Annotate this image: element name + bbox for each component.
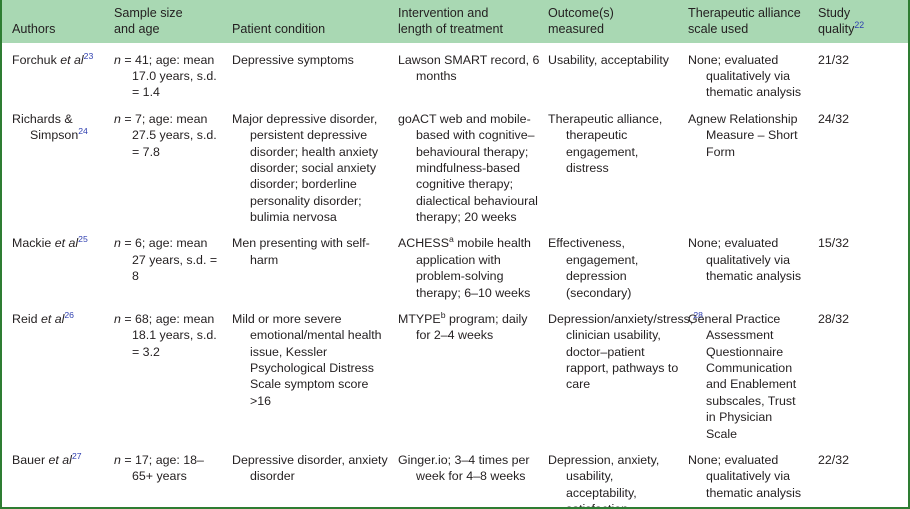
author-etal: et al	[48, 452, 72, 467]
cell-study-quality: 15/32	[818, 236, 850, 251]
author-name: Forchuk	[12, 52, 61, 67]
outcome-post: clinician usability, doctor–patient rapp…	[566, 328, 679, 392]
intervention-detail: program; daily for 2–4 weeks	[416, 311, 528, 343]
cell-alliance-scale: None; evaluated qualitatively via themat…	[688, 52, 802, 100]
cell-sample-size: n = 68; age: mean 18.1 years, s.d. = 3.2	[114, 306, 232, 447]
author-name: Bauer	[12, 452, 49, 467]
sample-value: = 41; age: mean 17.0 years, s.d. = 1.4	[120, 52, 217, 100]
author-name: Reid	[12, 311, 41, 326]
sample-value: = 68; age: mean 18.1 years, s.d. = 3.2	[120, 311, 217, 359]
table-body: Forchuk et al23 n = 41; age: mean 17.0 y…	[2, 43, 908, 507]
sample-value: = 17; age: 18–65+ years	[120, 452, 204, 484]
cell-sample-size: n = 41; age: mean 17.0 years, s.d. = 1.4	[114, 43, 232, 106]
cell-alliance-scale: None; evaluated qualitatively via themat…	[688, 236, 802, 284]
cell-authors: Mackie et al25	[2, 230, 114, 306]
cell-patient-condition: Mild or more severe emotional/mental hea…	[232, 311, 382, 408]
sample-value: = 6; age: mean 27 years, s.d. = 8	[120, 236, 218, 284]
column-header-alliance-scale: Therapeutic alliance scale used	[688, 0, 814, 43]
footnote-superscript: a	[448, 234, 454, 245]
author-etal: et al	[40, 311, 65, 326]
cell-outcomes: Usability, acceptability	[548, 52, 669, 67]
reference-superscript: 25	[78, 234, 88, 245]
italic-n: n	[114, 236, 121, 251]
cell-study-quality: 28/32	[818, 311, 850, 326]
sample-value: = 7; age: mean 27.5 years, s.d. = 7.8	[120, 111, 217, 159]
header-line-1: Therapeutic alliance	[688, 6, 801, 20]
reference-superscript: 23	[83, 50, 94, 61]
italic-n: n	[114, 52, 121, 67]
header-line-1: Intervention and	[398, 6, 489, 20]
footnote-superscript: b	[440, 309, 446, 320]
cell-study-quality: 24/32	[818, 111, 850, 126]
cell-authors: Forchuk et al23	[2, 43, 114, 106]
italic-n: n	[114, 111, 121, 126]
column-header-patient-condition: Patient condition	[232, 0, 398, 43]
cell-intervention: MTYPEb program; daily for 2–4 weeks	[398, 306, 548, 447]
author-etal: et al	[54, 236, 79, 251]
cell-outcomes: Depression, anxiety, usability, acceptab…	[548, 452, 660, 507]
column-header-study-quality: Study quality22	[814, 0, 908, 43]
header-line-1: Outcome(s)	[548, 6, 614, 20]
header-line-2: Authors	[12, 22, 56, 37]
column-header-sample-size: Sample size and age	[114, 0, 232, 43]
cell-patient-condition: Major depressive disorder, persistent de…	[232, 111, 379, 225]
author-etal: et al	[60, 52, 84, 67]
table-row: Richards & Simpson24 n = 7; age: mean 27…	[2, 106, 908, 231]
reference-superscript: 24	[78, 126, 88, 137]
table-row: Mackie et al25 n = 6; age: mean 27 years…	[2, 230, 908, 306]
cell-authors: Bauer et al27	[2, 447, 114, 507]
header-line-1: Sample size	[114, 6, 183, 20]
header-line-2: scale used	[688, 22, 749, 37]
italic-n: n	[114, 311, 121, 326]
header-line-2: measured	[548, 22, 605, 37]
cell-alliance-scale: Agnew Relationship Measure – Short Form	[688, 111, 798, 159]
header-line-2: quality	[818, 22, 855, 37]
intervention-detail: mobile health application with problem-s…	[416, 236, 531, 300]
cell-alliance-scale: General Practice Assessment Questionnair…	[688, 311, 797, 441]
author-name: Mackie	[12, 236, 55, 251]
table-header: Authors Sample size and age Patient cond…	[2, 0, 908, 43]
header-row: Authors Sample size and age Patient cond…	[2, 0, 908, 43]
column-header-intervention: Intervention and length of treatment	[398, 0, 548, 43]
cell-sample-size: n = 17; age: 18–65+ years	[114, 447, 232, 507]
table-row: Bauer et al27 n = 17; age: 18–65+ years …	[2, 447, 908, 507]
reference-superscript: 28	[693, 309, 703, 320]
cell-intervention: Ginger.io; 3–4 times per week for 4–8 we…	[398, 452, 530, 484]
reference-superscript: 27	[71, 450, 82, 461]
cell-patient-condition: Depressive symptoms	[232, 52, 354, 67]
cell-alliance-scale: None; evaluated qualitatively via themat…	[688, 452, 802, 500]
cell-outcomes: Therapeutic alliance, therapeutic engage…	[548, 111, 663, 175]
header-line-2: length of treatment	[398, 22, 504, 37]
outcome-pre: Depression/anxiety/stress,	[548, 311, 694, 326]
column-header-outcomes: Outcome(s) measured	[548, 0, 688, 43]
cell-authors: Reid et al26	[2, 306, 114, 447]
cell-sample-size: n = 6; age: mean 27 years, s.d. = 8	[114, 230, 232, 306]
header-line-1: Study	[818, 6, 851, 20]
cell-study-quality: 21/32	[818, 52, 850, 67]
cell-authors: Richards & Simpson24	[2, 106, 114, 231]
cell-intervention: Lawson SMART record, 6 months	[398, 52, 540, 84]
cell-intervention: goACT web and mobile-based with cognitiv…	[398, 111, 538, 225]
italic-n: n	[114, 452, 121, 467]
reference-superscript: 26	[64, 309, 74, 320]
header-line-2: Patient condition	[232, 22, 326, 37]
cell-intervention: ACHESSa mobile health application with p…	[398, 230, 548, 306]
table-row: Forchuk et al23 n = 41; age: mean 17.0 y…	[2, 43, 908, 106]
cell-patient-condition: Depressive disorder, anxiety disorder	[232, 452, 388, 484]
intervention-name: ACHESS	[398, 236, 449, 251]
table-row: Reid et al26 n = 68; age: mean 18.1 year…	[2, 306, 908, 447]
header-line-2: and age	[114, 22, 160, 37]
cell-outcomes: Effectiveness, engagement, depression (s…	[548, 236, 639, 300]
cell-sample-size: n = 7; age: mean 27.5 years, s.d. = 7.8	[114, 106, 232, 231]
reference-superscript: 22	[854, 20, 865, 31]
cell-patient-condition: Men presenting with self-harm	[232, 236, 370, 267]
column-header-authors: Authors	[2, 0, 114, 43]
cell-study-quality: 22/32	[818, 452, 850, 467]
cell-outcomes: Depression/anxiety/stress,28 clinician u…	[548, 306, 703, 447]
intervention-name: MTYPE	[398, 311, 441, 326]
author-name: Richards & Simpson	[12, 111, 79, 143]
